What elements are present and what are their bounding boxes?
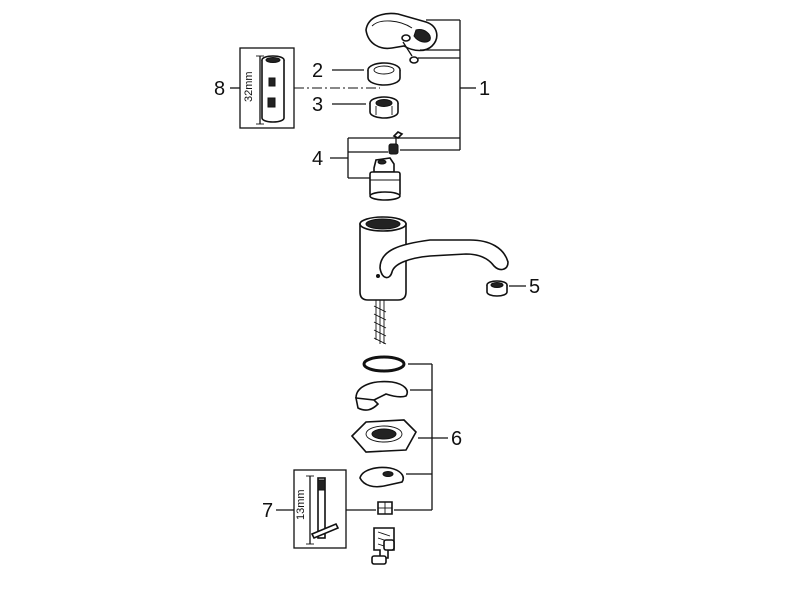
socket-wrench-13mm	[310, 477, 340, 540]
flexible-hoses	[373, 300, 387, 345]
lever-handle	[365, 12, 438, 64]
leader-lines	[230, 19, 526, 511]
callout-3: 3	[312, 94, 323, 116]
callout-1: 1	[479, 78, 490, 100]
callout-6: 6	[451, 428, 462, 450]
socket-wrench-32mm	[261, 55, 285, 123]
cartridge-screw	[388, 131, 404, 155]
wrench-small-size-label: 13mm	[295, 489, 307, 520]
callout-7: 7	[262, 500, 273, 522]
wrench-13mm-box: 13mm	[293, 469, 347, 549]
callout-5: 5	[529, 276, 540, 298]
callout-8: 8	[214, 78, 225, 100]
fixing-clip	[359, 466, 405, 488]
callout-2: 2	[312, 60, 323, 82]
horseshoe-washer	[355, 380, 408, 411]
wrench-large-size-label: 32mm	[243, 71, 255, 102]
clamping-nut	[369, 96, 399, 119]
aerator	[486, 280, 508, 297]
fixing-nut	[377, 501, 393, 515]
callout-4: 4	[312, 148, 323, 170]
cartridge	[369, 157, 401, 201]
tap-body	[359, 216, 509, 301]
o-ring	[362, 355, 406, 373]
cap-ring	[367, 62, 401, 86]
support-plate	[350, 419, 417, 453]
supply-connectors	[371, 527, 395, 565]
